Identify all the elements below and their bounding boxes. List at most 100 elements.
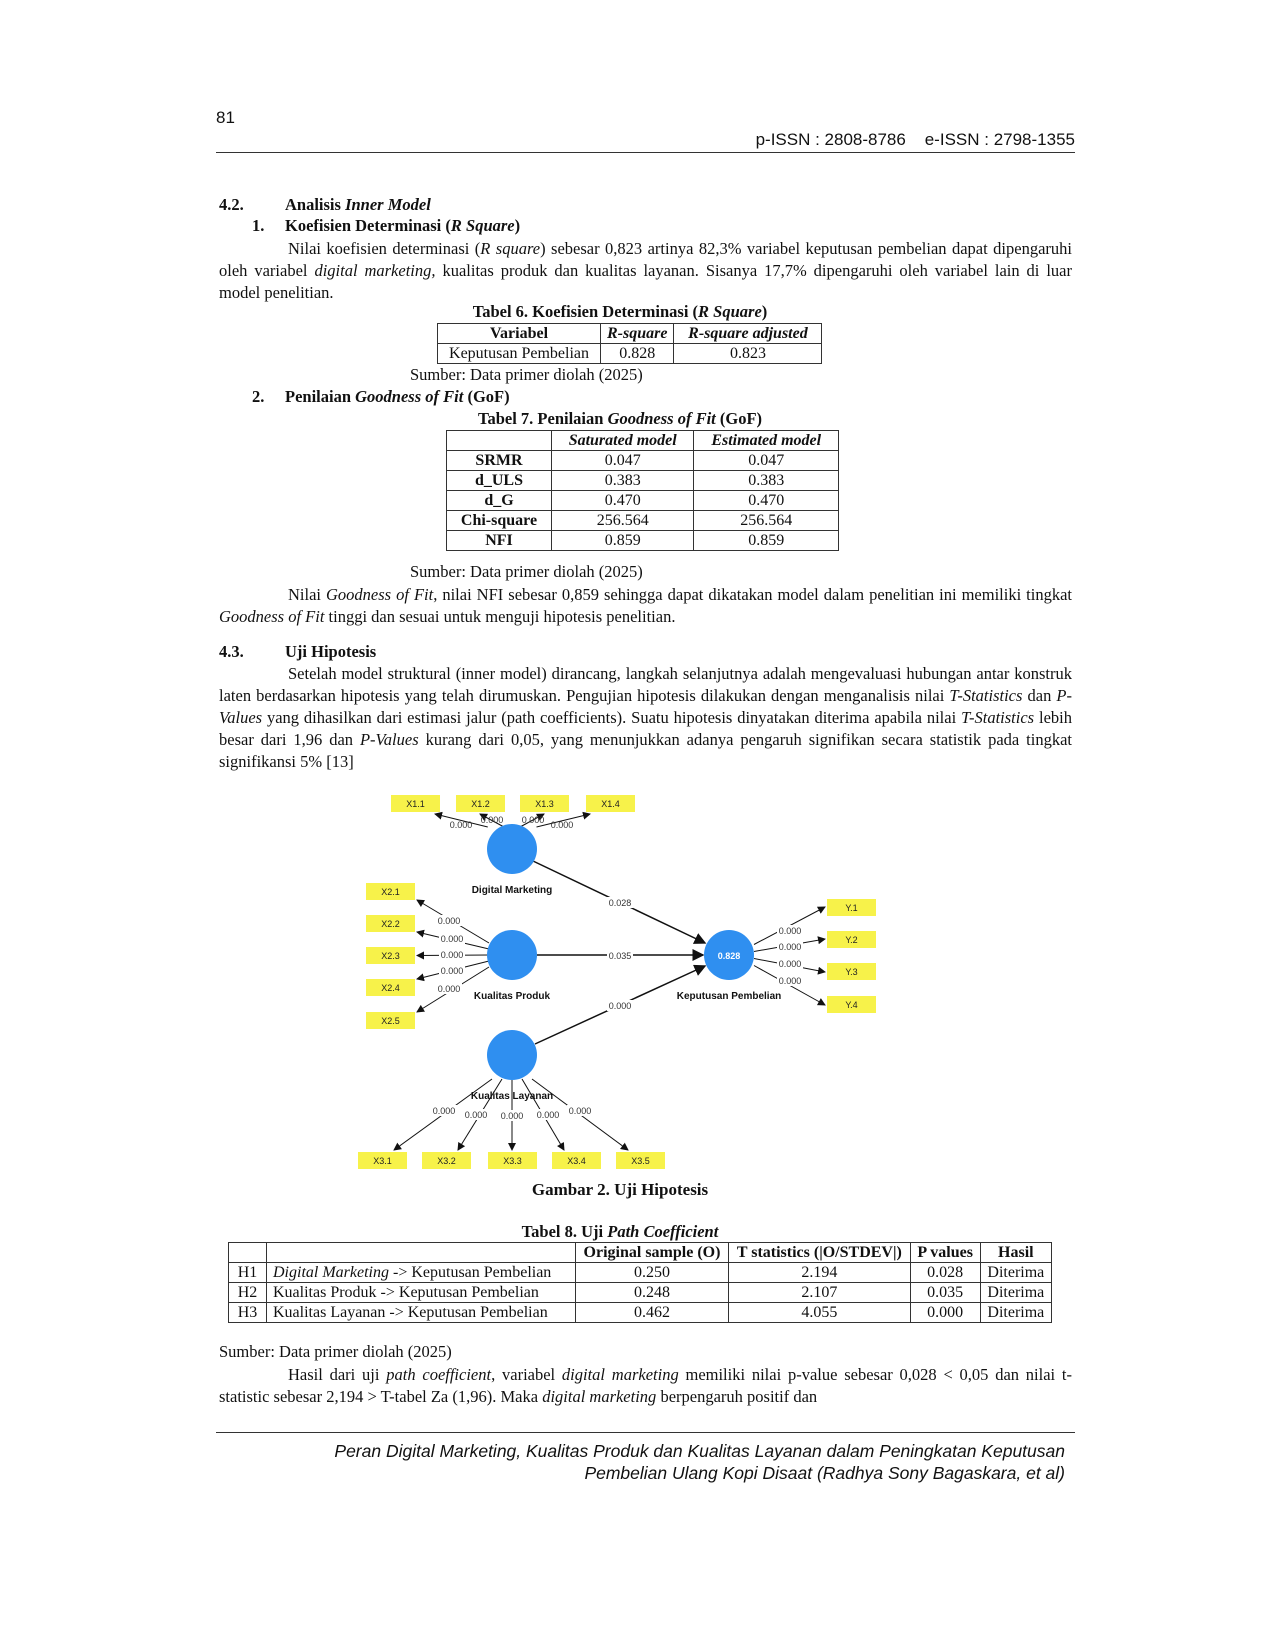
p-value: 0.028 <box>909 1262 981 1283</box>
loading-value: 0.000 <box>441 966 464 976</box>
figure-caption: Gambar 2. Uji Hipotesis <box>531 1180 709 1199</box>
indicator-box <box>366 883 415 900</box>
construct-node-dm <box>487 824 537 874</box>
indicator-label: X3.5 <box>631 1156 650 1166</box>
loading-value: 0.000 <box>779 926 802 936</box>
indicator-label: X1.4 <box>601 799 620 809</box>
original-sample: 0.250 <box>575 1262 729 1283</box>
table-caption: Tabel 7. Penilaian Goodness of Fit (GoF) <box>477 409 763 428</box>
indicator-label: Y.4 <box>845 1000 857 1010</box>
loading-value: 0.000 <box>450 820 473 830</box>
loading-value: 0.000 <box>537 1110 560 1120</box>
subsection-title: Penilaian Goodness of Fit (GoF) <box>285 387 510 406</box>
section-title: Uji Hipotesis <box>285 642 377 661</box>
indicator-label: X2.3 <box>381 951 400 961</box>
hypothesis-id: H3 <box>228 1302 267 1323</box>
label-bg <box>463 1109 489 1120</box>
section-num: 4.2. <box>219 195 244 214</box>
loading-value: 0.000 <box>438 916 461 926</box>
table-cell: 0.823 <box>673 343 823 364</box>
table-header: Original sample (O) <box>575 1242 729 1263</box>
footer-rule <box>216 1432 1075 1433</box>
path-coefficient-table: Original sample (O)T statistics (|O/STDE… <box>228 1242 1053 1323</box>
path-coefficient: 0.035 <box>609 951 632 961</box>
table-cell: SRMR <box>446 450 552 471</box>
loading-value: 0.000 <box>501 1111 524 1121</box>
construct-node-kl <box>487 1030 537 1080</box>
table-source: Sumber: Data primer diolah (2025) <box>410 365 643 384</box>
label-bg <box>499 1110 525 1121</box>
label-bg <box>535 1109 561 1120</box>
label-bg <box>777 975 803 986</box>
header-rule <box>216 152 1075 153</box>
loading-value: 0.000 <box>551 820 574 830</box>
p-value: 0.000 <box>909 1302 981 1323</box>
table-caption: Tabel 8. Uji Path Coefficient <box>521 1222 719 1241</box>
loading-value: 0.000 <box>569 1106 592 1116</box>
r-square-value: 0.828 <box>718 951 741 961</box>
label-bg <box>607 1000 633 1011</box>
page-number: 81 <box>216 108 235 127</box>
table-cell: Keputusan Pembelian <box>437 343 601 364</box>
issn: p-ISSN : 2808-8786 e-ISSN : 2798-1355 <box>755 130 1075 149</box>
table-cell: NFI <box>446 530 552 551</box>
paragraph: Nilai koefisien determinasi (R square) s… <box>219 239 1072 302</box>
loading-value: 0.000 <box>438 984 461 994</box>
table-header: R-square adjusted <box>673 323 823 344</box>
table-header <box>266 1242 576 1263</box>
indicator-label: X3.3 <box>503 1156 522 1166</box>
indicator-box <box>827 996 876 1013</box>
table-header: Saturated model <box>550 430 695 451</box>
relationship: Kualitas Layanan -> Keputusan Pembelian <box>266 1302 576 1323</box>
table-cell: Chi-square <box>446 510 552 531</box>
table-header <box>446 430 552 451</box>
t-statistic: 4.055 <box>728 1302 911 1323</box>
table-source: Sumber: Data primer diolah (2025) <box>219 1342 452 1361</box>
table-cell: 0.383 <box>550 470 695 491</box>
label-bg <box>777 941 803 952</box>
indicator-box <box>488 1152 537 1169</box>
paragraph: Nilai Goodness of Fit, nilai NFI sebesar… <box>219 585 1072 626</box>
indicator-label: Y.3 <box>845 967 857 977</box>
table-cell: 0.470 <box>693 490 839 511</box>
subsection-title: Koefisien Determinasi (R Square) <box>285 216 521 235</box>
indicator-label: X1.3 <box>535 799 554 809</box>
indicator-box <box>366 915 415 932</box>
indicator-label: X3.4 <box>567 1156 586 1166</box>
section-num: 4.3. <box>219 642 244 661</box>
indicator-box <box>827 963 876 980</box>
label-bg <box>607 950 633 961</box>
label-bg <box>436 915 462 926</box>
indicator-label: Y.1 <box>845 903 857 913</box>
relationship: Digital Marketing -> Keputusan Pembelian <box>266 1262 576 1283</box>
indicator-label: X2.5 <box>381 1016 400 1026</box>
indicator-box <box>391 795 440 812</box>
loading-value: 0.000 <box>465 1110 488 1120</box>
footer: Peran Digital Marketing, Kualitas Produk… <box>334 1441 1065 1483</box>
path-arrow <box>434 811 488 828</box>
indicator-label: X2.2 <box>381 919 400 929</box>
path-arrow <box>519 813 545 828</box>
label-bg <box>777 958 803 969</box>
loading-value: 0.000 <box>779 942 802 952</box>
table-header: Hasil <box>979 1242 1053 1263</box>
path-arrow <box>479 813 505 828</box>
table-cell: 0.828 <box>599 343 675 364</box>
t-statistic: 2.194 <box>728 1262 911 1283</box>
table-cell: 0.047 <box>693 450 839 471</box>
result: Diterima <box>979 1302 1053 1323</box>
table-cell: 0.470 <box>550 490 695 511</box>
subsection-num: 2. <box>252 387 265 406</box>
original-sample: 0.462 <box>575 1302 729 1323</box>
loading-value: 0.000 <box>522 815 545 825</box>
table-header: P values <box>909 1242 981 1263</box>
result: Diterima <box>979 1282 1053 1303</box>
